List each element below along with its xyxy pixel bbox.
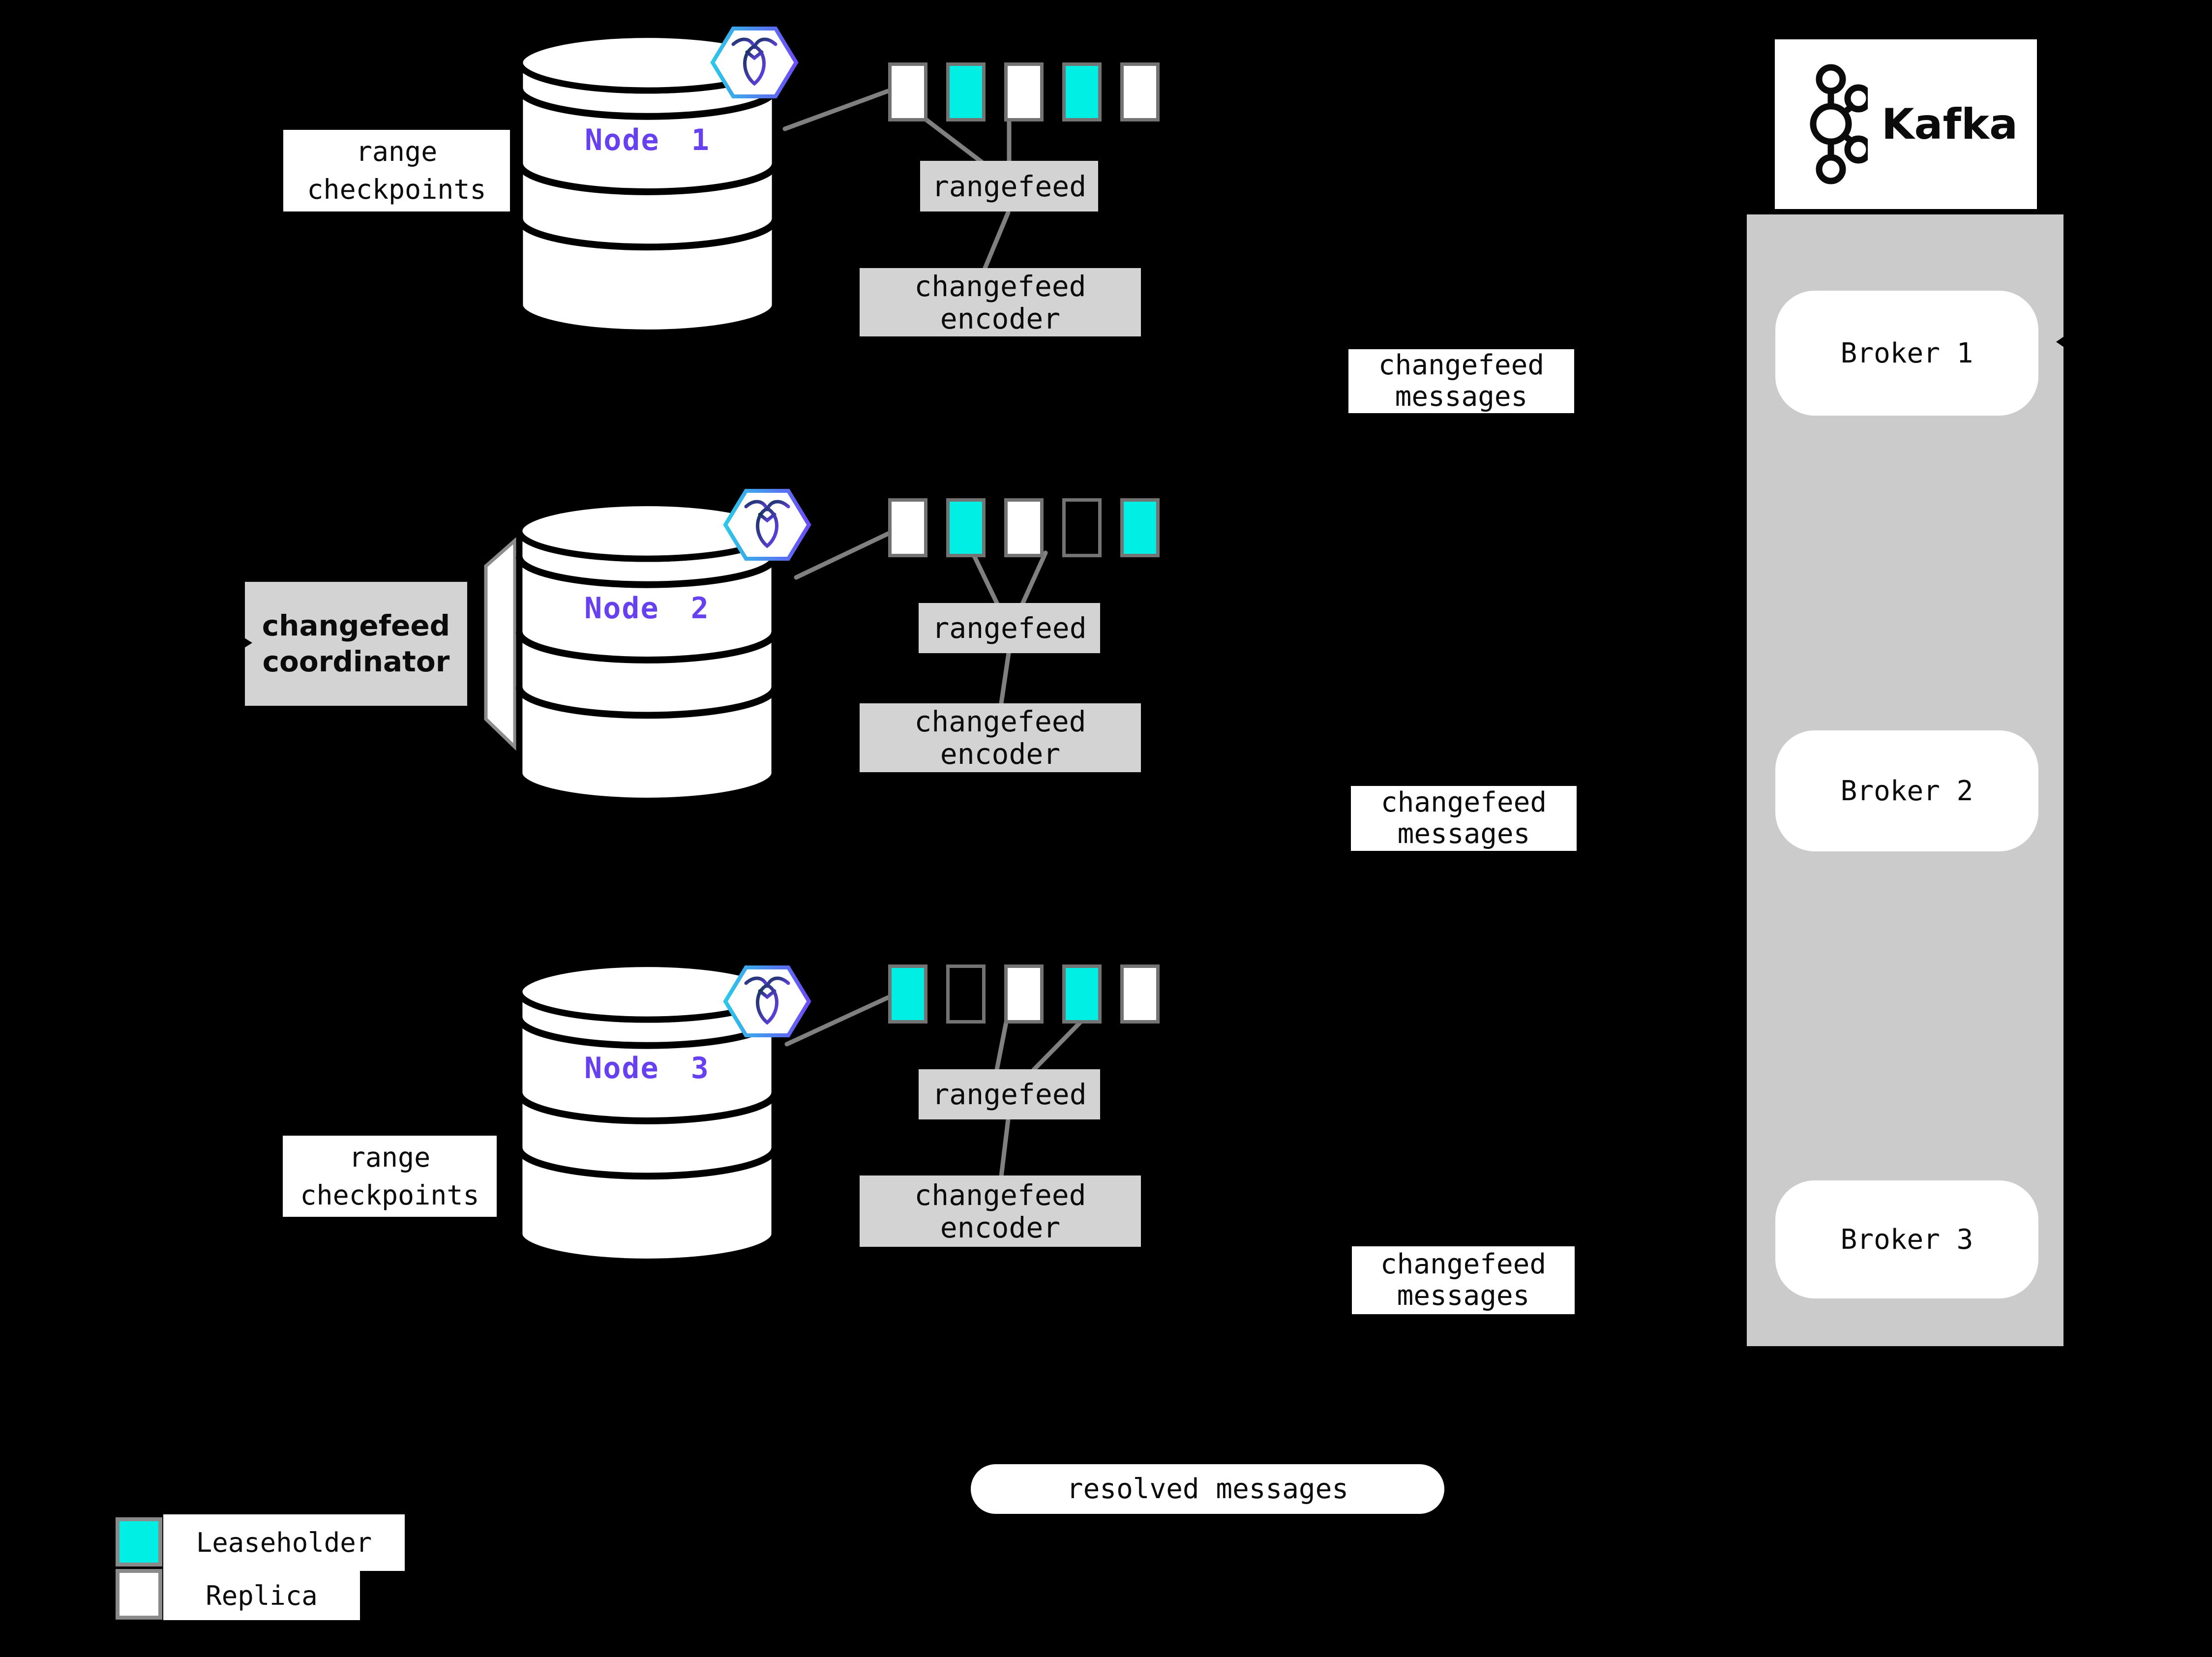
messages-line2: messages bbox=[1395, 381, 1528, 413]
node-2-range-row bbox=[888, 498, 1160, 557]
node-1-range-row bbox=[888, 62, 1160, 121]
messages-line1: changefeed bbox=[1380, 1248, 1547, 1280]
resolved-messages-pill: resolved messages bbox=[971, 1464, 1444, 1514]
rangefeed-label: rangefeed bbox=[931, 169, 1087, 203]
range-cell-replica bbox=[888, 62, 927, 121]
cockroachdb-logo-icon bbox=[710, 27, 799, 98]
range-cell-replica bbox=[1004, 964, 1044, 1024]
range-cell-leaseholder bbox=[946, 498, 986, 557]
encoder-label-line2: encoder bbox=[940, 1210, 1061, 1244]
coordinator-line2: coordinator bbox=[262, 645, 450, 678]
node-3-changefeed-encoder-box: changefeed encoder bbox=[860, 1175, 1141, 1247]
kafka-logo-icon bbox=[1810, 64, 1868, 184]
range-checkpoints-line2: checkpoints bbox=[307, 174, 486, 205]
range-cell-empty bbox=[1062, 498, 1102, 557]
encoder-label-line1: changefeed bbox=[914, 269, 1086, 303]
range-cell-leaseholder bbox=[1120, 498, 1160, 557]
node-3-label: Node 3 bbox=[584, 1051, 710, 1085]
range-cell-leaseholder bbox=[946, 62, 986, 121]
coordinator-line1: changefeed bbox=[262, 609, 450, 642]
legend-replica-labelbox: Replica bbox=[163, 1571, 360, 1620]
node-2-changefeed-encoder-box: changefeed encoder bbox=[860, 703, 1141, 772]
changefeed-coordinator-box: changefeed coordinator bbox=[245, 582, 467, 706]
node-3-range-row bbox=[888, 964, 1160, 1024]
node-3-rangefeed-box: rangefeed bbox=[919, 1069, 1100, 1119]
messages-line1: changefeed bbox=[1380, 786, 1547, 818]
encoder-label-line1: changefeed bbox=[914, 705, 1086, 738]
broker-3-label: Broker 3 bbox=[1840, 1223, 1973, 1256]
node-2-label: Node 2 bbox=[584, 591, 710, 626]
node-1-changefeed-encoder-box: changefeed encoder bbox=[860, 268, 1141, 336]
broker-2: Broker 2 bbox=[1775, 730, 2038, 851]
legend-leaseholder-labelbox: Leaseholder bbox=[163, 1514, 405, 1571]
node-1-label: Node 1 bbox=[585, 123, 710, 157]
rangefeed-label: rangefeed bbox=[932, 1078, 1087, 1111]
range-cell-leaseholder bbox=[888, 964, 927, 1024]
range-cell-empty bbox=[946, 964, 986, 1024]
encoder-label-line2: encoder bbox=[940, 737, 1061, 771]
legend-leaseholder-label: Leaseholder bbox=[196, 1527, 372, 1558]
changefeed-messages-label-2: changefeed messages bbox=[1351, 786, 1577, 851]
database-cylinder-icon bbox=[516, 31, 779, 336]
legend-replica-swatch bbox=[116, 1569, 162, 1620]
range-checkpoints-line1: range bbox=[349, 1141, 431, 1173]
kafka-logo-box: Kafka bbox=[1775, 39, 2037, 209]
broker-2-label: Broker 2 bbox=[1840, 775, 1973, 807]
rangefeed-label: rangefeed bbox=[932, 611, 1087, 645]
range-cell-replica bbox=[1004, 498, 1044, 557]
broker-1: Broker 1 bbox=[1775, 291, 2038, 416]
cockroachdb-logo-icon bbox=[723, 489, 811, 561]
messages-line2: messages bbox=[1397, 818, 1530, 850]
range-cell-leaseholder bbox=[1062, 62, 1102, 121]
messages-line2: messages bbox=[1397, 1280, 1530, 1312]
cockroachdb-logo-icon bbox=[723, 965, 811, 1037]
database-cylinder-icon bbox=[515, 500, 778, 804]
range-checkpoints-label-bottom: range checkpoints bbox=[283, 1136, 497, 1217]
range-cell-replica bbox=[1120, 964, 1160, 1024]
range-checkpoints-line1: range bbox=[356, 136, 438, 167]
range-cell-replica bbox=[1004, 62, 1044, 121]
broker-1-label: Broker 1 bbox=[1840, 337, 1973, 369]
broker-3: Broker 3 bbox=[1775, 1180, 2038, 1298]
changefeed-messages-label-3: changefeed messages bbox=[1352, 1246, 1575, 1314]
range-checkpoints-label-top: range checkpoints bbox=[283, 130, 510, 211]
range-cell-replica bbox=[1120, 62, 1160, 121]
node-1-rangefeed-box: rangefeed bbox=[920, 161, 1098, 211]
range-checkpoints-line2: checkpoints bbox=[300, 1179, 479, 1211]
kafka-wordmark: Kafka bbox=[1881, 99, 2018, 149]
node-2-rangefeed-box: rangefeed bbox=[919, 603, 1100, 653]
changefeed-messages-label-1: changefeed messages bbox=[1348, 349, 1574, 413]
encoder-label-line1: changefeed bbox=[914, 1178, 1086, 1212]
range-cell-leaseholder bbox=[1062, 964, 1102, 1024]
legend-leaseholder-swatch bbox=[116, 1517, 162, 1567]
messages-line1: changefeed bbox=[1378, 349, 1545, 381]
coordinator-flag-shape bbox=[484, 537, 517, 752]
resolved-messages-label: resolved messages bbox=[1066, 1473, 1349, 1505]
encoder-label-line2: encoder bbox=[940, 301, 1061, 335]
range-cell-replica bbox=[888, 498, 927, 557]
legend-replica-label: Replica bbox=[206, 1580, 318, 1611]
